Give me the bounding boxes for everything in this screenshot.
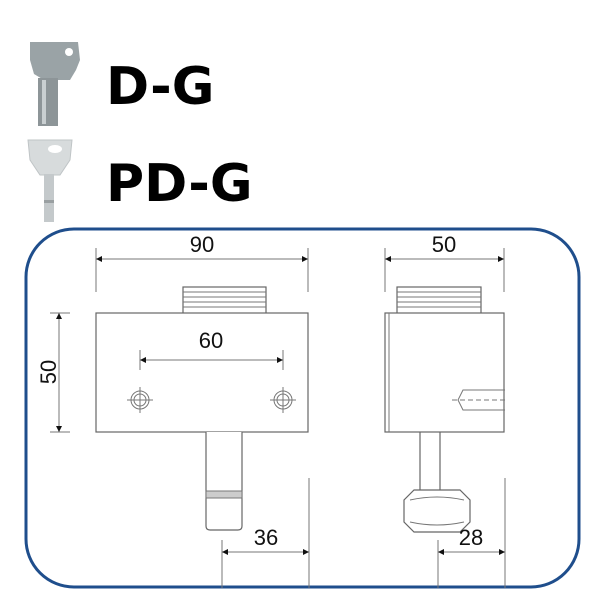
- dim-side-pin-offset: 28: [459, 525, 483, 550]
- dim-front-height: 50: [36, 360, 61, 384]
- dim-side-width: 50: [432, 232, 456, 257]
- key-label-pdg: PD-G: [106, 154, 253, 214]
- silver-key-icon: [27, 139, 73, 222]
- dim-front-pin-offset: 36: [254, 525, 278, 550]
- key-label-dg: D-G: [106, 57, 214, 117]
- drawing-frame: [24, 227, 581, 589]
- grey-key-icon: [30, 42, 80, 126]
- dim-hole-spacing: 60: [199, 328, 223, 353]
- dim-front-width: 90: [190, 232, 214, 257]
- front-view: 90 60 50 36: [36, 232, 310, 588]
- side-view: 50 28: [384, 232, 507, 588]
